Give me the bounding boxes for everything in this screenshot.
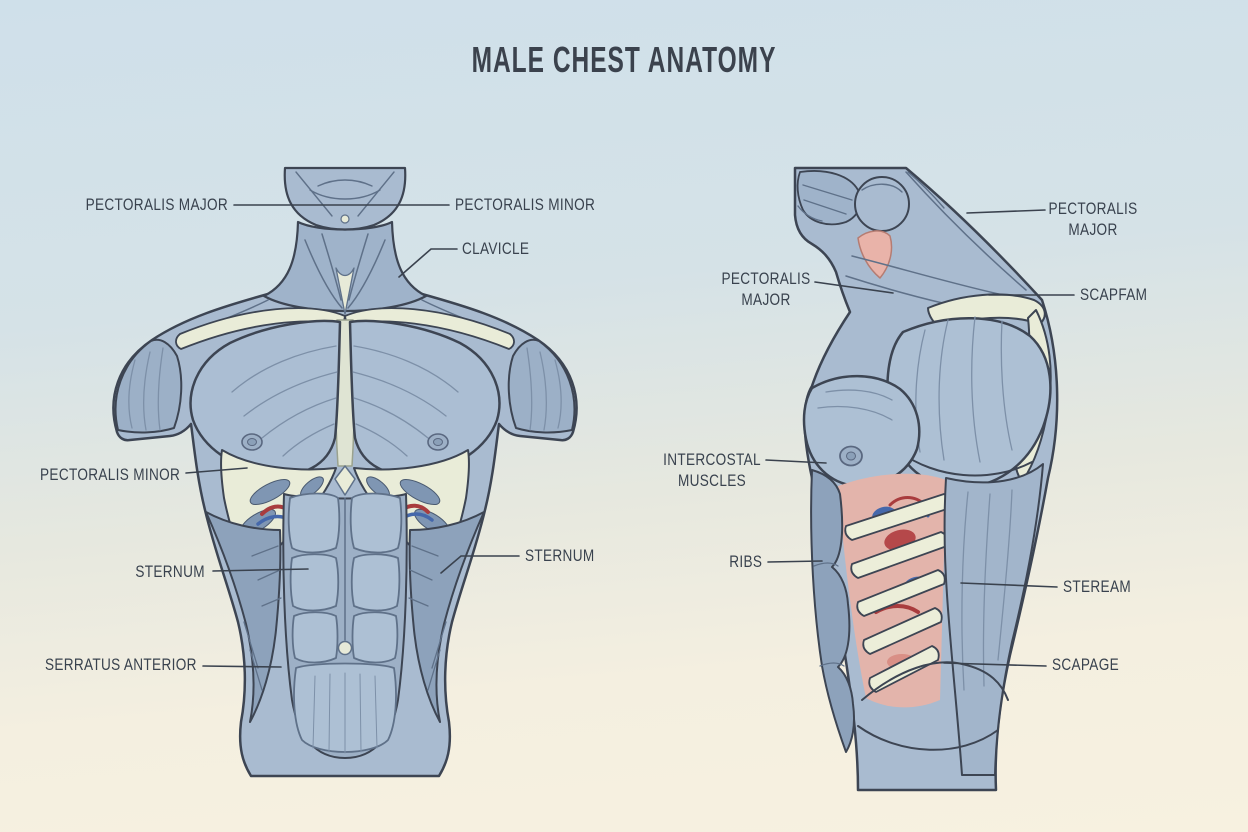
label-line-2: MAJOR bbox=[1068, 220, 1118, 239]
clavicle-right bbox=[344, 307, 515, 350]
navel bbox=[337, 640, 353, 656]
front-chin-point bbox=[340, 214, 350, 224]
side-rectus-creases bbox=[813, 562, 845, 667]
label-line-1: PECTORALIS bbox=[721, 269, 811, 288]
side-pectoralis bbox=[802, 374, 921, 488]
deltoid-right bbox=[507, 338, 576, 434]
label-pectoralis-minor-front-mid: PECTORALIS MINOR bbox=[39, 465, 180, 484]
clavicle-left bbox=[175, 307, 346, 350]
label-pectoralis-minor-front-top: PECTORALIS MINOR bbox=[455, 195, 596, 214]
leader-line bbox=[765, 459, 827, 464]
side-latissimus bbox=[943, 463, 1044, 776]
label-line-2: MAJOR bbox=[741, 290, 791, 309]
leader-line bbox=[398, 248, 458, 278]
leader-line bbox=[767, 560, 823, 563]
leader-line bbox=[943, 662, 1047, 667]
side-rectus bbox=[810, 469, 856, 753]
label-ribs: RIBS bbox=[728, 552, 762, 571]
pec-striations bbox=[231, 345, 459, 457]
front-figure bbox=[112, 166, 578, 778]
deltoid-left bbox=[114, 338, 183, 434]
label-sternum-right: STERNUM bbox=[525, 546, 595, 565]
label-stereaam: STEREAM bbox=[1063, 577, 1131, 596]
side-cheek bbox=[854, 176, 910, 232]
oblique-right bbox=[408, 511, 485, 723]
label-clavicle: CLAVICLE bbox=[462, 239, 530, 258]
label-line-1: INTERCOSTAL bbox=[663, 450, 761, 469]
side-deltoid-fold bbox=[899, 451, 1033, 477]
label-scapfam: SCAPFAM bbox=[1080, 285, 1148, 304]
leader-line bbox=[212, 568, 309, 572]
xiphoid bbox=[334, 465, 356, 496]
leader-line bbox=[814, 281, 894, 294]
side-face-lines bbox=[797, 171, 945, 222]
deltoid-striations bbox=[128, 347, 562, 431]
label-line-1: PECTORALIS bbox=[1048, 199, 1138, 218]
serratus-digitations bbox=[243, 545, 447, 691]
label-sternum-left: STERNUM bbox=[135, 562, 205, 581]
side-ribs bbox=[844, 493, 952, 693]
side-masseter bbox=[796, 170, 862, 226]
side-nipple bbox=[839, 445, 863, 467]
leader-lines bbox=[185, 204, 1075, 668]
label-pectoralis-major-side-right: PECTORALIS MAJOR bbox=[1025, 198, 1161, 240]
leader-line bbox=[202, 665, 282, 668]
label-scapage: SCAPAGE bbox=[1052, 655, 1119, 674]
ab-striations bbox=[312, 672, 378, 754]
label-serratus-anterior: SERRATUS ANTERIOR bbox=[45, 655, 197, 674]
front-neck bbox=[262, 220, 428, 313]
front-jaw-lines bbox=[295, 171, 395, 217]
label-intercostal-muscles: INTERCOSTAL MUSCLES bbox=[644, 449, 780, 491]
side-pec-striations bbox=[817, 389, 893, 421]
nipples bbox=[241, 433, 449, 451]
leader-line bbox=[440, 555, 520, 574]
side-cheek-line bbox=[861, 183, 903, 193]
leader-line bbox=[960, 582, 1058, 588]
label-pectoralis-major-front-top: PECTORALIS MAJOR bbox=[85, 195, 228, 214]
label-line-2: MUSCLES bbox=[678, 471, 746, 490]
front-neck-notch bbox=[335, 267, 355, 315]
leader-line bbox=[966, 209, 1046, 214]
leader-line bbox=[185, 467, 248, 474]
oblique-left bbox=[205, 511, 282, 723]
side-figure bbox=[793, 166, 1059, 792]
label-pectoralis-major-side-left: PECTORALIS MAJOR bbox=[698, 268, 834, 310]
page-title: MALE CHEST ANATOMY bbox=[471, 39, 777, 80]
